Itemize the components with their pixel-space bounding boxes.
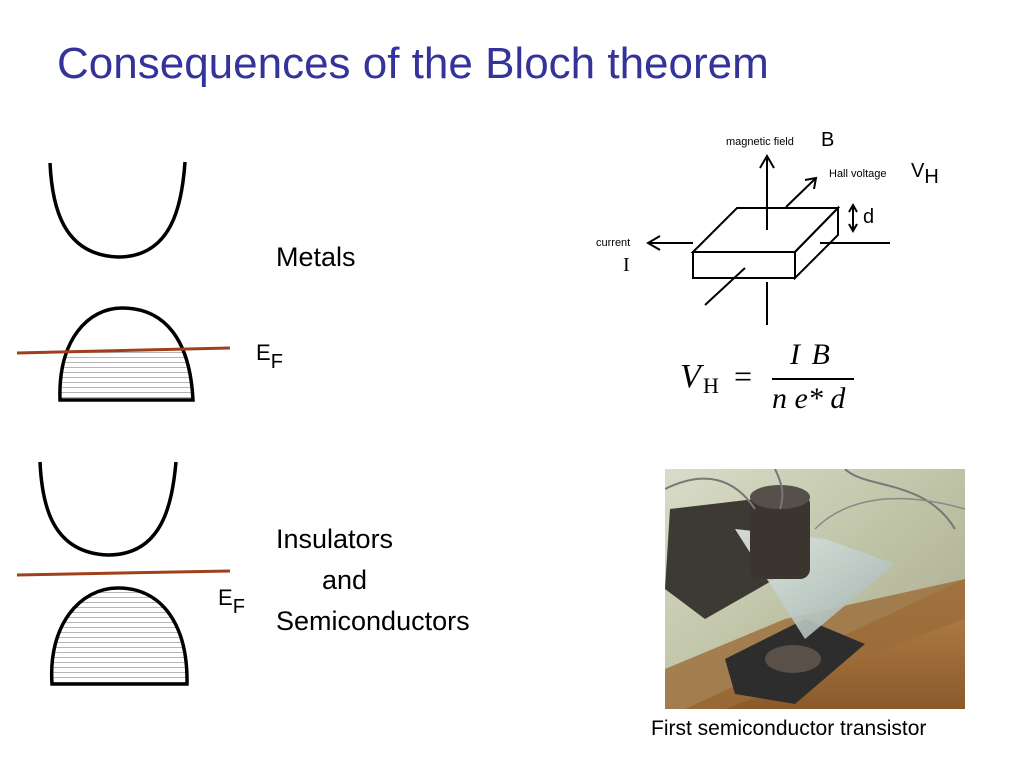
formula-numerator: I B [790,338,832,371]
insulators-label-line1: Insulators [276,524,394,554]
formula-denominator: n e* d [772,382,846,415]
vh-symbol: V [911,160,925,182]
current-symbol: I [623,254,630,276]
thickness-symbol: d [863,206,875,228]
insulator-conduction-band [38,461,178,557]
metal-fermi-label: EF [256,340,283,374]
insulators-label-line3: Semiconductors [276,606,470,636]
vh-label: VH [911,160,939,189]
b-symbol: B [821,129,835,151]
transistor-photo [665,469,965,709]
metals-label: Metals [276,242,356,272]
page-title: Consequences of the Bloch theorem [57,39,769,88]
insulator-valence-band [49,586,189,686]
photo-caption: First semiconductor transistor [651,717,927,740]
hall-voltage-label: Hall voltage [829,168,887,180]
metal-fermi-line [16,346,231,355]
formula-lhs-sub: H [703,373,719,398]
fermi-subscript: F [270,351,283,373]
metal-valence-band-fill [60,350,193,400]
current-label: current [596,237,631,249]
insulators-label-line2: and [322,565,368,595]
formula-equals: = [734,358,753,394]
hall-formula: V H = I B n e* d [680,338,870,418]
fermi-subscript: F [232,596,245,618]
formula-lhs: V [680,358,701,395]
fermi-symbol: E [218,585,233,610]
fermi-symbol: E [256,340,271,365]
insulator-fermi-line [16,569,231,577]
metal-conduction-band [48,161,187,259]
hall-effect-diagram [646,154,890,325]
insulator-fermi-label: EF [218,585,245,619]
vh-subscript: H [924,166,939,188]
magnetic-field-label: magnetic field [726,136,794,148]
formula-fraction-bar [772,378,854,380]
